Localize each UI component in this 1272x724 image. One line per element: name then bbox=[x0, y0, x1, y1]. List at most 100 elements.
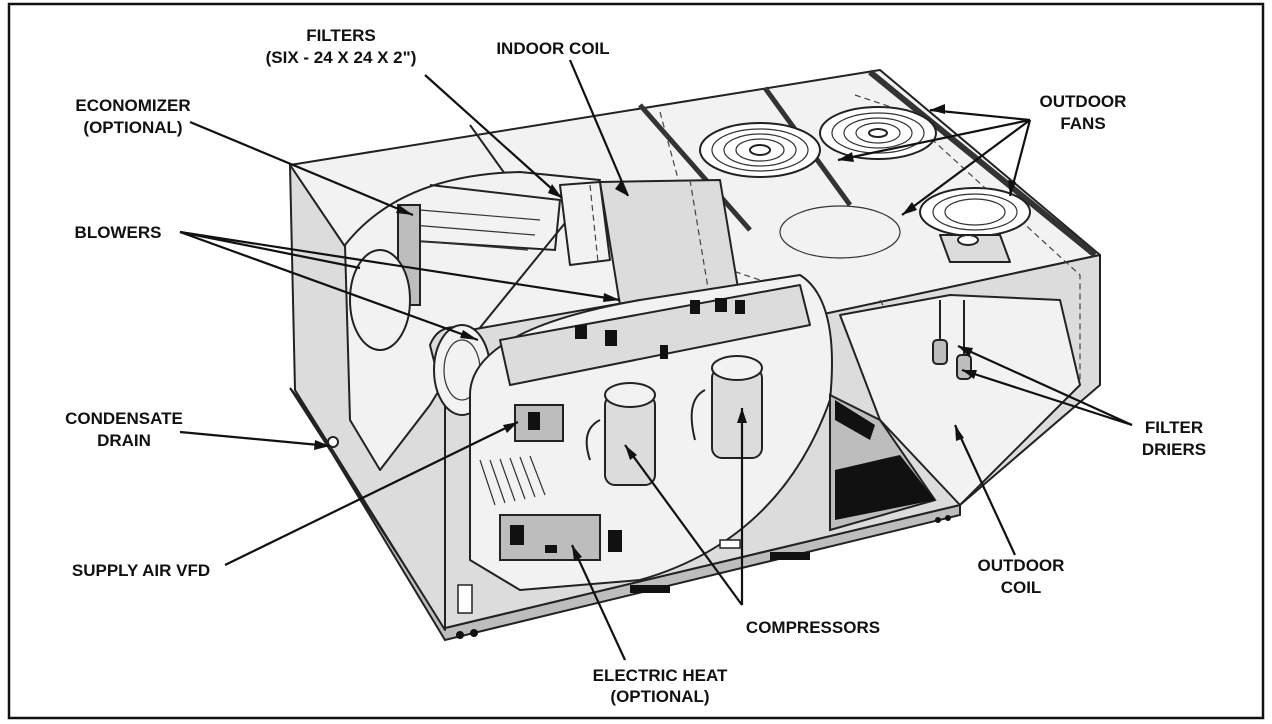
compressor-body bbox=[711, 367, 763, 459]
arrow-head bbox=[1008, 180, 1016, 196]
leader-drier-a bbox=[957, 344, 1133, 427]
label-blowers: BLOWERS bbox=[75, 223, 162, 242]
label-economizer-optional: (OPTIONAL) bbox=[83, 118, 182, 137]
compressor-body bbox=[604, 394, 656, 486]
base-slot bbox=[770, 552, 810, 560]
leader-blower-c bbox=[179, 230, 361, 270]
filter-pleats bbox=[589, 184, 599, 263]
coil-shadow bbox=[835, 455, 935, 520]
control-relay bbox=[690, 300, 700, 314]
label-outdoor-fans-2: FANS bbox=[1060, 114, 1105, 133]
hidden-outline bbox=[854, 94, 1081, 380]
label-filters: FILTERS bbox=[306, 26, 376, 45]
top-edge-rail bbox=[868, 69, 1097, 258]
arrow-head bbox=[503, 422, 518, 433]
heat-contactor bbox=[608, 530, 622, 552]
arrow-head bbox=[930, 104, 945, 114]
leader-lines bbox=[179, 59, 1133, 661]
filter-rack bbox=[559, 181, 611, 266]
leader-electric-heat bbox=[571, 544, 626, 661]
leader-vfd bbox=[224, 421, 519, 566]
label-outdoor-coil-2: COIL bbox=[1001, 578, 1042, 597]
compressor-dome bbox=[711, 355, 763, 381]
label-condensate: CONDENSATE bbox=[65, 409, 183, 428]
coil-fins-bottom bbox=[479, 455, 546, 506]
heat-contactor bbox=[510, 525, 524, 545]
label-electric-heat-optional: (OPTIONAL) bbox=[610, 687, 709, 706]
leader-fan-2 bbox=[837, 118, 1031, 162]
compressor-1 bbox=[585, 382, 656, 486]
label-electric-heat: ELECTRIC HEAT bbox=[593, 666, 728, 685]
control-relay bbox=[660, 345, 668, 359]
arrow-head bbox=[955, 425, 964, 441]
indoor-coil-shape bbox=[599, 179, 741, 306]
coil-shadow bbox=[835, 400, 875, 440]
base-bolt bbox=[935, 517, 941, 523]
panel-rail bbox=[638, 103, 752, 232]
leader-blower-b bbox=[179, 230, 479, 342]
refrigerant-pipe bbox=[690, 389, 706, 441]
control-relay bbox=[735, 300, 745, 314]
label-supply-air-vfd: SUPPLY AIR VFD bbox=[72, 561, 210, 580]
leader-condensate bbox=[179, 430, 331, 448]
compressor-2 bbox=[690, 355, 763, 459]
arrow-head bbox=[962, 370, 977, 379]
damper-blade bbox=[419, 209, 541, 221]
blower-housing bbox=[349, 249, 411, 351]
label-compressors: COMPRESSORS bbox=[746, 618, 880, 637]
label-filter-driers: FILTER bbox=[1145, 418, 1203, 437]
label-filters-spec: (SIX - 24 X 24 X 2") bbox=[266, 48, 417, 67]
base-bolt bbox=[470, 629, 478, 637]
condensate-drain-port bbox=[327, 436, 339, 448]
arrow-head bbox=[548, 184, 562, 198]
leader-fan-3 bbox=[901, 119, 1031, 216]
leader-blower-a bbox=[179, 230, 621, 302]
leader-filters bbox=[424, 74, 563, 199]
arrow-head bbox=[314, 440, 330, 450]
leader-fan-1 bbox=[929, 108, 1031, 122]
damper-blade bbox=[404, 239, 529, 251]
vfd-display bbox=[528, 412, 540, 430]
leader-economizer bbox=[189, 120, 414, 217]
leader-indoor-coil bbox=[568, 59, 630, 197]
arrow-head bbox=[737, 408, 747, 423]
arrow-head bbox=[572, 545, 582, 561]
damper-blade bbox=[411, 224, 536, 236]
arrow-head bbox=[460, 330, 478, 340]
leader-compressor-1 bbox=[624, 444, 743, 606]
arrow-head bbox=[958, 346, 973, 357]
label-filter-driers-2: DRIERS bbox=[1142, 440, 1206, 459]
base-bolt bbox=[945, 515, 951, 521]
callout-labels: FILTERS (SIX - 24 X 24 X 2") INDOOR COIL… bbox=[65, 26, 1206, 706]
control-relay bbox=[715, 298, 727, 312]
base-bolt bbox=[456, 631, 464, 639]
access-door-handle bbox=[457, 584, 473, 614]
coil-fins bbox=[689, 179, 711, 301]
label-condensate-drain: DRAIN bbox=[97, 431, 151, 450]
top-access-circle bbox=[779, 205, 901, 259]
nameplate bbox=[719, 539, 741, 549]
leader-outdoor-coil bbox=[954, 424, 1016, 556]
heat-contactor bbox=[545, 545, 557, 553]
label-indoor-coil: INDOOR COIL bbox=[496, 39, 609, 58]
arrow-head bbox=[396, 205, 413, 215]
arrow-head bbox=[603, 293, 620, 302]
filter-drier bbox=[932, 339, 948, 365]
control-relay bbox=[575, 325, 587, 339]
refrigerant-pipe bbox=[585, 419, 601, 461]
label-outdoor-fans: OUTDOOR bbox=[1040, 92, 1127, 111]
economizer-frame bbox=[399, 184, 562, 252]
arrow-head bbox=[838, 152, 854, 162]
filter-drier bbox=[956, 354, 972, 380]
leader-drier-b bbox=[961, 368, 1133, 427]
compressor-dome bbox=[604, 382, 656, 408]
base-slot bbox=[630, 585, 670, 593]
outdoor-fan-3 bbox=[919, 187, 1031, 263]
control-relay bbox=[605, 330, 617, 346]
label-economizer: ECONOMIZER bbox=[75, 96, 190, 115]
arrow-head bbox=[625, 445, 637, 460]
arrow-head bbox=[615, 181, 628, 196]
outdoor-fan-1 bbox=[699, 122, 821, 178]
arrow-head bbox=[902, 202, 917, 215]
